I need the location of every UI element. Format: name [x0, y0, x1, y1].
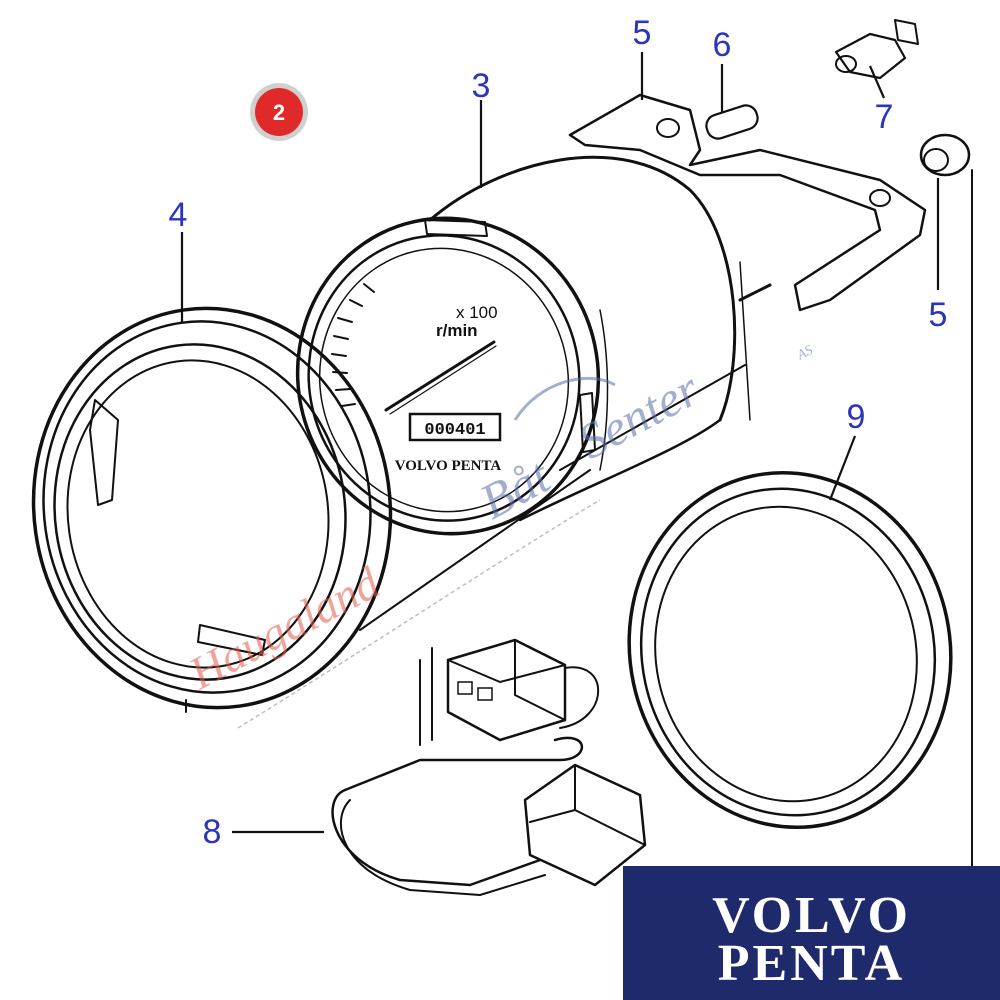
- watermark-suffix: AS: [794, 343, 816, 364]
- callout-7: 7: [875, 98, 894, 136]
- diagram-number-badge: 2: [250, 83, 308, 141]
- leader-7: [868, 65, 886, 99]
- part-5-knurled-nut: [919, 133, 971, 177]
- gauge-multiplier: x 100: [456, 303, 498, 322]
- callout-3: 3: [472, 67, 491, 105]
- logo-line-volvo: VOLVO: [712, 887, 911, 944]
- callout-5-right: 5: [929, 296, 948, 334]
- part-5-mounting-bracket: [568, 93, 927, 421]
- part-8-wiring-harness: [331, 638, 647, 896]
- badge-number: 2: [273, 100, 285, 125]
- part-9-gasket: [627, 470, 953, 830]
- part-3-tachometer-gauge: x 100 r/min 000401 VOLVO PENTA: [295, 155, 737, 536]
- logo-line-penta: PENTA: [717, 935, 906, 992]
- part-6-bulb-holder: [705, 104, 759, 140]
- gauge-odometer: 000401: [424, 421, 485, 440]
- callout-5-top: 5: [633, 14, 652, 52]
- part-7-lamp-socket: [834, 19, 919, 80]
- callout-9: 9: [847, 398, 866, 436]
- watermark-company-part3: Senter: [569, 360, 709, 470]
- callout-4: 4: [169, 196, 188, 234]
- gauge-brand: VOLVO PENTA: [395, 458, 502, 474]
- watermark: Haugaland Båt Senter AS: [180, 343, 816, 729]
- volvo-penta-logo: VOLVO PENTA: [623, 866, 1000, 1000]
- gauge-unit: r/min: [436, 321, 478, 340]
- callout-8: 8: [203, 813, 222, 851]
- leader-9: [828, 435, 857, 501]
- part-4-bezel-ring: [31, 306, 393, 713]
- callout-6: 6: [713, 26, 732, 64]
